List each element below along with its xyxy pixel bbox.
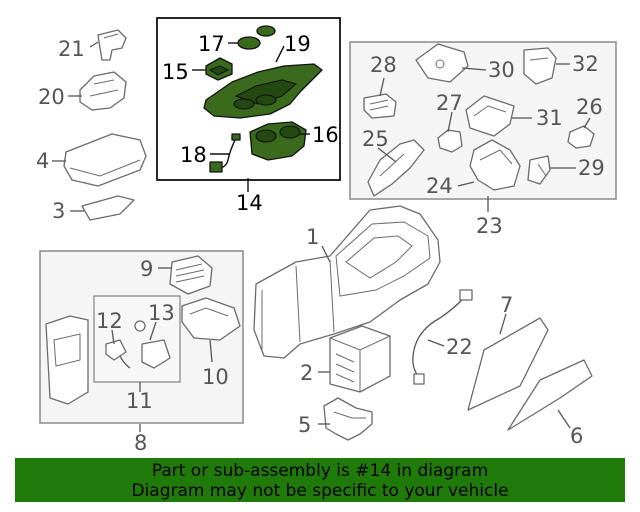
callout-16[interactable]: 16	[312, 123, 339, 147]
part-10-vent-housing[interactable]	[181, 297, 241, 341]
part-18-plug	[231, 133, 241, 141]
banner-line-1: Part or sub-assembly is #14 in diagram	[151, 461, 489, 481]
callout-19[interactable]: 19	[284, 32, 311, 56]
callout-numbers: 21 20 4 3 17 19 15 16 18 14 28 30 32 27 …	[36, 32, 605, 455]
part-16-cup-right	[279, 125, 301, 139]
callout-7[interactable]: 7	[500, 293, 513, 317]
part-30-cover[interactable]	[415, 43, 469, 83]
part-7-side-panel[interactable]	[467, 317, 549, 411]
leader-lines	[52, 41, 591, 432]
part-20-shift-boot[interactable]	[79, 71, 127, 111]
callout-27[interactable]: 27	[436, 91, 463, 115]
callout-28[interactable]: 28	[370, 53, 397, 77]
banner-line-2: Diagram may not be specific to your vehi…	[131, 481, 509, 501]
notice-banner: Part or sub-assembly is #14 in diagram D…	[15, 458, 625, 502]
part-8-side-trim[interactable]	[45, 315, 89, 405]
part-19-cup-hole-left	[233, 98, 255, 110]
callout-1[interactable]: 1	[306, 225, 319, 249]
callout-22[interactable]: 22	[446, 335, 473, 359]
callout-3[interactable]: 3	[52, 199, 65, 223]
part-22-cable[interactable]	[412, 289, 473, 385]
callout-6[interactable]: 6	[570, 424, 583, 448]
part-18-connector[interactable]	[209, 161, 223, 173]
callout-29[interactable]: 29	[578, 156, 605, 180]
callout-32[interactable]: 32	[572, 52, 599, 76]
part-5-bracket[interactable]	[323, 397, 373, 441]
part-1-console-body[interactable]	[253, 205, 441, 359]
callout-26[interactable]: 26	[576, 95, 603, 119]
callout-30[interactable]: 30	[488, 58, 515, 82]
part-17-cap[interactable]	[237, 36, 261, 50]
callout-15[interactable]: 15	[162, 60, 189, 84]
part-31-tray[interactable]	[465, 95, 515, 137]
part-3-armrest-pad[interactable]	[81, 195, 135, 221]
callout-5[interactable]: 5	[298, 413, 311, 437]
part-32-module[interactable]	[523, 47, 557, 85]
callout-9[interactable]: 9	[140, 257, 153, 281]
callout-8[interactable]: 8	[134, 431, 147, 455]
part-17-cap-top	[256, 25, 276, 37]
callout-31[interactable]: 31	[536, 106, 563, 130]
callout-11[interactable]: 11	[126, 389, 153, 413]
callout-13[interactable]: 13	[148, 301, 175, 325]
part-24-bracket[interactable]	[469, 139, 521, 191]
part-12-connector[interactable]	[105, 339, 131, 369]
part-15-switch-face	[208, 65, 230, 76]
part-21-shift-knob[interactable]	[97, 29, 127, 61]
highlighted-part-14-assembly[interactable]	[203, 25, 323, 173]
callout-17[interactable]: 17	[198, 32, 225, 56]
callout-23[interactable]: 23	[476, 214, 503, 238]
part-4-armrest[interactable]	[63, 133, 147, 187]
part-16-cup-left	[255, 129, 277, 143]
part-6-side-panel[interactable]	[507, 359, 593, 431]
callout-4[interactable]: 4	[36, 149, 49, 173]
callout-18[interactable]: 18	[180, 143, 207, 167]
part-9-rear-vent[interactable]	[169, 255, 213, 295]
part-29-harness[interactable]	[527, 155, 551, 185]
part-2-storage-bin[interactable]	[329, 325, 391, 393]
callout-25[interactable]: 25	[362, 127, 389, 151]
part-19-shifter-opening	[234, 79, 298, 105]
callout-24[interactable]: 24	[426, 174, 453, 198]
callout-21[interactable]: 21	[58, 37, 85, 61]
part-13-switch[interactable]	[134, 320, 171, 369]
part-19-cup-hole-right	[255, 94, 277, 106]
part-26-usb-port[interactable]	[567, 125, 595, 149]
part-28-bezel[interactable]	[363, 93, 397, 119]
assembly-box-11	[93, 295, 181, 383]
callout-10[interactable]: 10	[202, 365, 229, 389]
callout-14[interactable]: 14	[236, 191, 263, 215]
callout-20[interactable]: 20	[38, 85, 65, 109]
callout-12[interactable]: 12	[96, 309, 123, 333]
callout-2[interactable]: 2	[300, 361, 313, 385]
